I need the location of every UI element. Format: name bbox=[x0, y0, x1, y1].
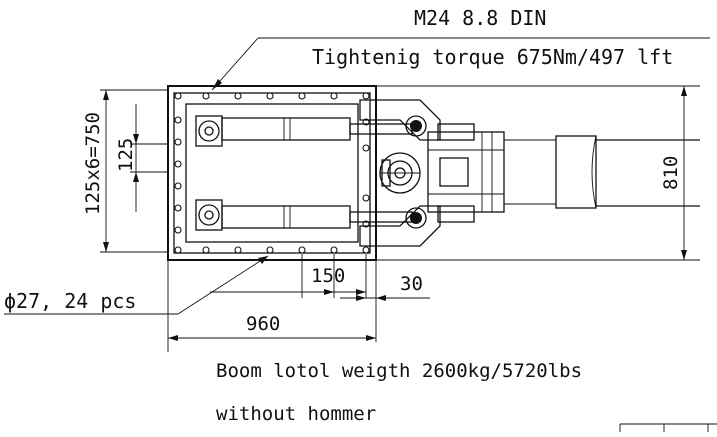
central-swivel bbox=[379, 152, 421, 194]
base-plate-outer bbox=[167, 85, 377, 261]
height-810-label: 810 bbox=[660, 156, 682, 190]
bolt-spec-line2: Tightenig torque 675Nm/497 lft bbox=[312, 45, 673, 69]
title-block-corner bbox=[619, 423, 717, 432]
dim-height-810 bbox=[376, 85, 700, 261]
weight-line1: Boom lotol weigth 2600kg/5720lbs bbox=[216, 360, 582, 382]
dim-bolt-pitch bbox=[130, 104, 168, 212]
hole-spec-label: ϕ27, 24 pcs bbox=[4, 289, 136, 313]
bolt-spec-leader bbox=[211, 37, 710, 91]
weight-line2: without hommer bbox=[216, 403, 376, 425]
base-plate-inner bbox=[173, 92, 371, 254]
dim-30-label: 30 bbox=[400, 273, 423, 295]
hole-spec-leader bbox=[4, 255, 269, 315]
boom-head bbox=[427, 123, 556, 223]
dim-150-label: 150 bbox=[311, 265, 345, 287]
boom-section bbox=[555, 135, 700, 209]
bolt-pitch-label: 125 bbox=[115, 138, 137, 172]
dim-width-960 bbox=[167, 260, 376, 352]
pivot-bosses bbox=[195, 115, 223, 231]
width-960-label: 960 bbox=[246, 313, 280, 335]
bolt-holes bbox=[174, 92, 370, 254]
base-plate-frame bbox=[185, 103, 359, 243]
boom-arms bbox=[359, 99, 441, 247]
bolt-spec-line1: M24 8.8 DIN bbox=[414, 6, 546, 30]
bolt-pitch-total-label: 125x6=750 bbox=[82, 112, 104, 215]
dim-150-30 bbox=[210, 254, 430, 342]
dim-bolt-pitch-total bbox=[100, 89, 168, 253]
